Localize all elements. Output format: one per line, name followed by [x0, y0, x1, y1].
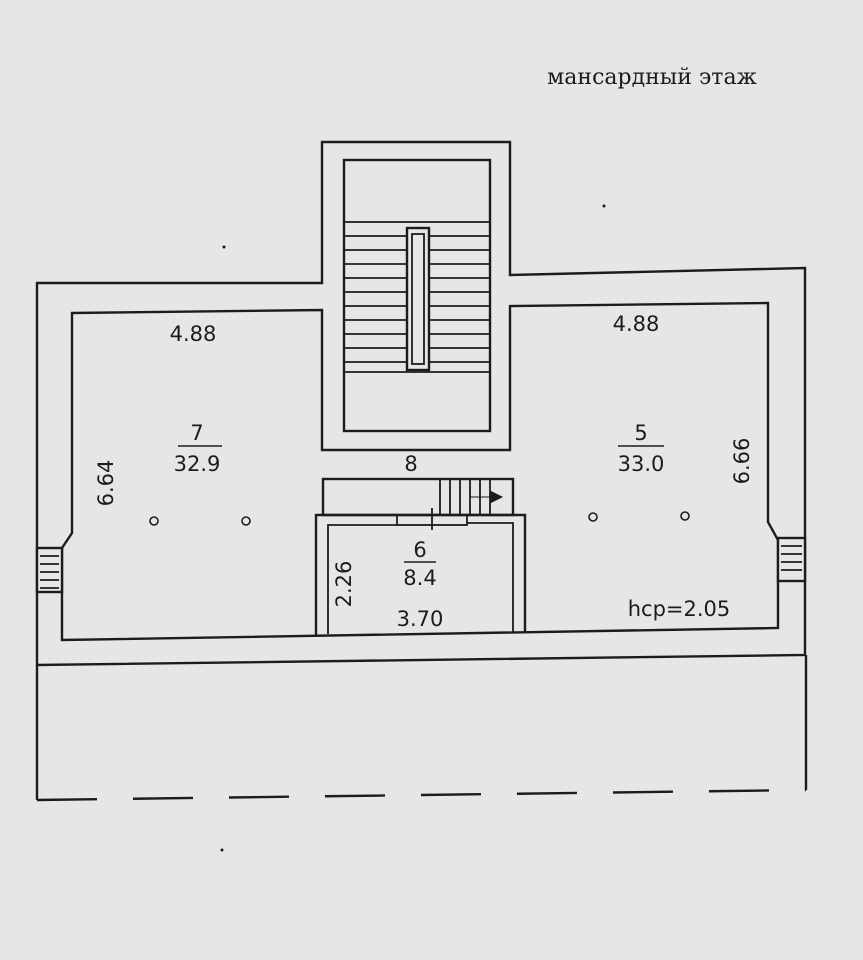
- dim-left-depth: 6.64: [94, 460, 118, 507]
- marker-circle: [241, 516, 251, 526]
- marker-circle: [149, 516, 159, 526]
- dim-small-room-depth: 2.26: [332, 561, 356, 608]
- room-6-area: 8.4: [403, 566, 436, 590]
- dim-left-width: 4.88: [170, 322, 217, 346]
- dim-small-room-width: 3.70: [397, 607, 444, 631]
- room-5-number: 5: [634, 421, 647, 445]
- room-7-number: 7: [190, 421, 203, 445]
- stair-arrow-icon: [470, 490, 504, 504]
- stair-handrail: [405, 226, 431, 372]
- room-6-number: 6: [413, 538, 426, 562]
- projection-dashed-line: [36, 788, 807, 802]
- dim-right-depth: 6.66: [730, 438, 754, 485]
- marker-circle: [680, 511, 690, 521]
- window-right: [776, 536, 807, 583]
- marker-circle: [588, 512, 598, 522]
- dim-right-width: 4.88: [613, 312, 660, 336]
- window-left: [35, 546, 64, 594]
- room-5-area: 33.0: [618, 452, 665, 476]
- room-8-number: 8: [404, 452, 417, 476]
- outer-wall: [35, 140, 807, 667]
- floor-title: мансардный этаж: [547, 65, 757, 90]
- stair-landing: [343, 159, 491, 223]
- ceiling-height-label: hср=2.05: [628, 597, 731, 621]
- room-7-area: 32.9: [174, 452, 221, 476]
